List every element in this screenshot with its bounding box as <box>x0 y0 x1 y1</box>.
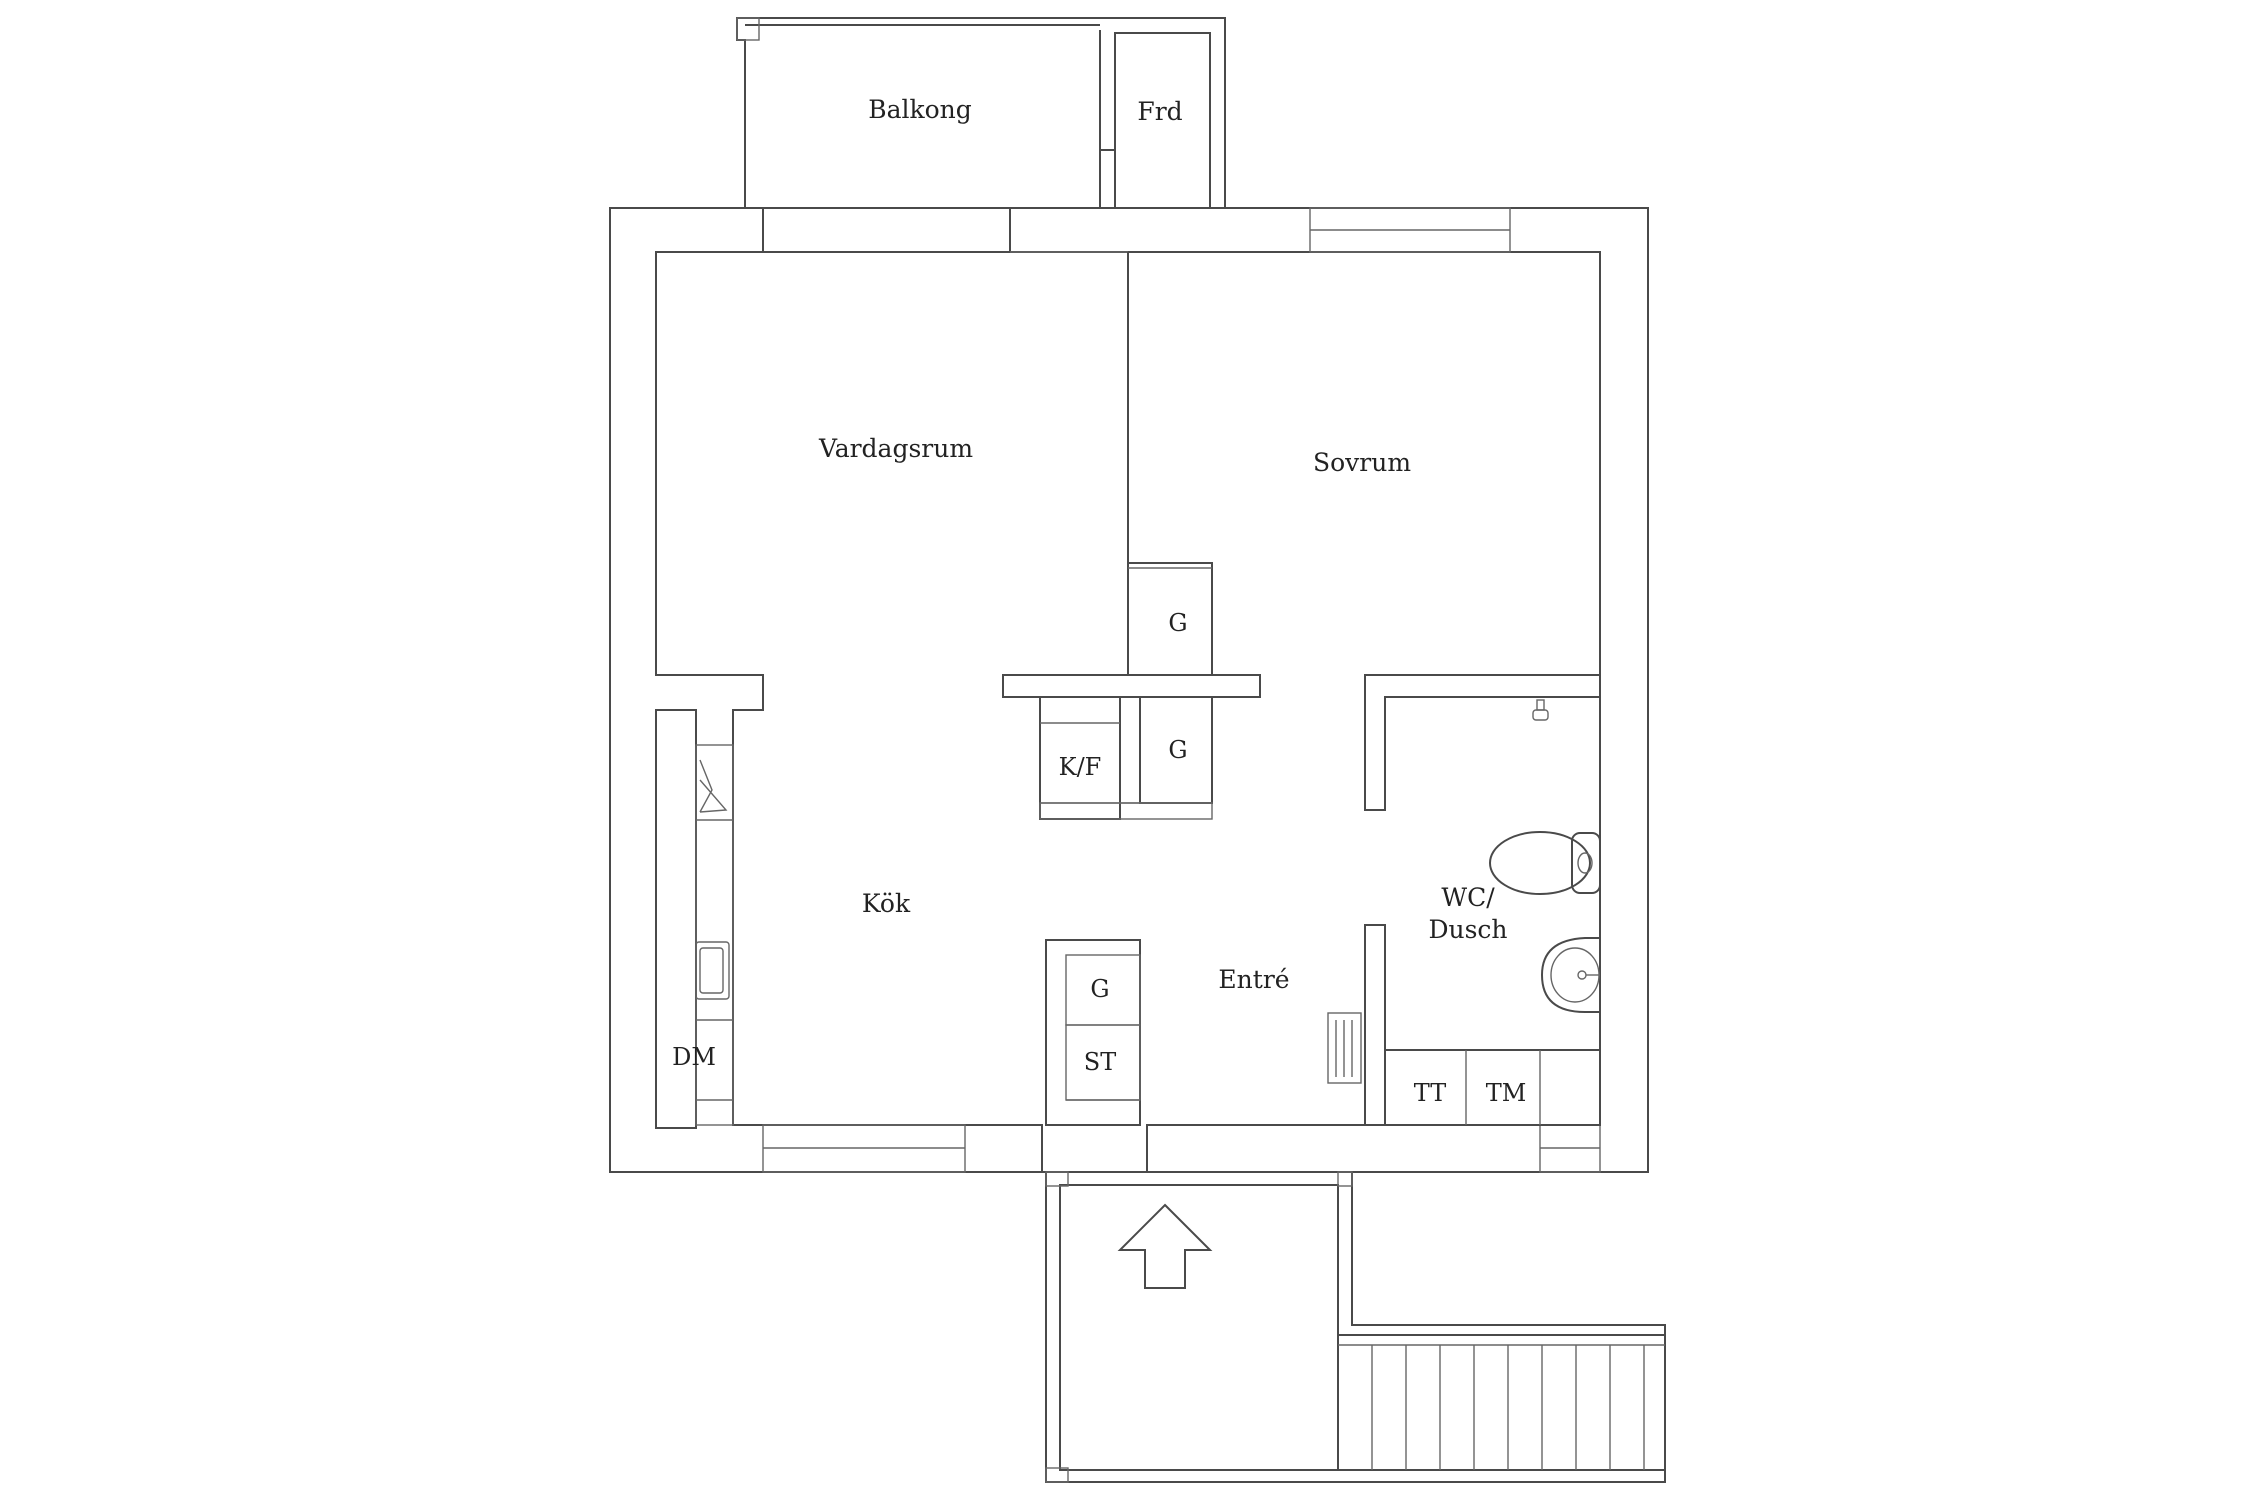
porch-post-top-left <box>1045 1171 1069 1187</box>
kitchen-upper-cabinet <box>655 709 697 1129</box>
bedroom-wardrobe <box>1127 562 1213 676</box>
wardrobe-base <box>1039 802 1213 820</box>
label-vardagsrum: Vardagsrum <box>818 434 973 463</box>
label-balkong: Balkong <box>868 95 972 124</box>
fridge-freezer-unit <box>1039 696 1121 820</box>
balcony-door-opening <box>762 207 1011 253</box>
entrance-arrow-icon <box>1117 1203 1213 1289</box>
label-g-hall-upper: G <box>1168 736 1187 764</box>
label-dm: DM <box>672 1043 716 1071</box>
sink-icon <box>1540 937 1600 1013</box>
label-g-hall-lower: G <box>1090 975 1109 1003</box>
radiator-icon <box>1327 1012 1362 1084</box>
label-kok: Kök <box>862 889 911 918</box>
stairs-icon <box>1337 1334 1666 1471</box>
kitchen-counter <box>695 744 734 1126</box>
stove-fan-icon <box>699 759 728 813</box>
label-tt: TT <box>1414 1079 1446 1107</box>
wc-wall-lower <box>1364 924 1386 1126</box>
hall-wardrobe-upper <box>1139 696 1213 804</box>
label-kf: K/F <box>1059 753 1102 781</box>
balcony-post <box>736 17 760 41</box>
laundry-counter <box>1384 1049 1601 1126</box>
shower-head-icon <box>1532 699 1549 721</box>
label-g-bedroom: G <box>1168 609 1187 637</box>
porch-post-bottom <box>1045 1467 1069 1483</box>
hall-wardrobe-lower-frame <box>1045 939 1141 1126</box>
label-st: ST <box>1084 1048 1116 1076</box>
wc-wall-upper <box>1364 674 1601 811</box>
kitchen-sink-icon <box>695 941 730 1000</box>
hall-partition-wall <box>1002 674 1261 698</box>
label-wc-line2: Dusch <box>1428 915 1507 944</box>
label-wc-line1: WC/ <box>1441 883 1495 912</box>
label-frd: Frd <box>1137 97 1182 126</box>
label-tm: TM <box>1486 1079 1527 1107</box>
toilet-icon <box>1489 831 1601 895</box>
porch-post-top-right <box>1337 1171 1353 1187</box>
label-entre: Entré <box>1218 965 1289 994</box>
label-sovrum: Sovrum <box>1313 448 1411 477</box>
